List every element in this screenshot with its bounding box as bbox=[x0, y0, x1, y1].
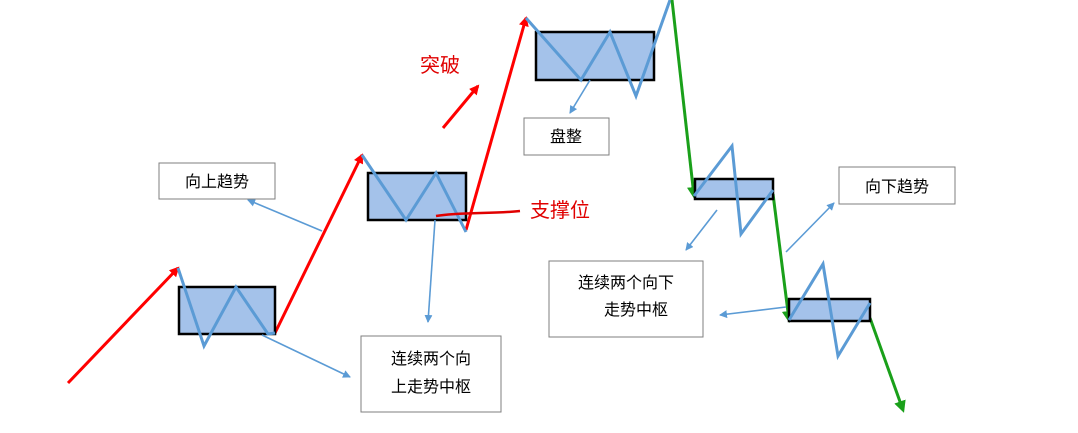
pointer-up-pivot-1 bbox=[261, 334, 351, 378]
pointer-down-pivot-2 bbox=[719, 306, 787, 319]
label-box bbox=[838, 166, 956, 205]
consolidation-zone bbox=[524, 0, 672, 101]
label-consolidation: 盘整 bbox=[523, 117, 610, 156]
up-trend-segment-3 bbox=[464, 16, 529, 231]
label-consolidation-text: 盘整 bbox=[550, 127, 582, 146]
label-down-trend-text: 向下趋势 bbox=[865, 177, 929, 196]
label-down-pivots-line1: 连续两个向下 bbox=[578, 273, 674, 292]
up-trend-segment-1 bbox=[66, 266, 180, 385]
label-down-pivots: 连续两个向下 走势中枢 bbox=[548, 260, 704, 338]
down-trend-segment-1 bbox=[670, 0, 699, 199]
pointer-down-trend bbox=[785, 202, 835, 253]
label-down-pivots-line2: 走势中枢 bbox=[604, 300, 668, 319]
breakout-arrow bbox=[441, 84, 480, 129]
pivot-zone-box bbox=[693, 177, 775, 201]
label-box bbox=[360, 335, 502, 413]
pivot-zigzag bbox=[524, 0, 672, 101]
down-trend-lines bbox=[670, 0, 906, 413]
pointer-up-trend bbox=[247, 199, 323, 232]
label-box bbox=[523, 117, 610, 156]
pivot-zigzag bbox=[692, 142, 775, 239]
support-label: 支撑位 bbox=[530, 198, 590, 222]
label-up-pivots-line1: 连续两个向 bbox=[391, 349, 471, 368]
pointer-up-pivot-2 bbox=[424, 219, 436, 323]
up-trend-segment-2 bbox=[273, 153, 364, 334]
down-trend-segment-3 bbox=[868, 317, 906, 413]
label-down-trend: 向下趋势 bbox=[838, 166, 956, 205]
breakout-label: 突破 bbox=[420, 53, 460, 77]
label-up-trend: 向上趋势 bbox=[158, 162, 276, 200]
pointer-consolidation bbox=[569, 79, 591, 114]
label-box bbox=[548, 260, 704, 338]
label-box bbox=[158, 162, 276, 200]
support-line bbox=[435, 209, 521, 218]
up-pivot-1 bbox=[176, 267, 277, 350]
pivot-zone-box bbox=[177, 285, 277, 336]
pivot-zigzag bbox=[360, 154, 468, 233]
pointer-arrows bbox=[247, 79, 835, 378]
pivot-zone-box bbox=[366, 171, 468, 222]
pivot-zigzag bbox=[176, 267, 276, 350]
down-trend-segment-2 bbox=[771, 193, 794, 323]
label-up-trend-text: 向上趋势 bbox=[185, 172, 249, 191]
label-up-pivots: 连续两个向 上走势中枢 bbox=[360, 335, 502, 413]
up-pivot-2 bbox=[360, 154, 468, 233]
pivot-zigzag bbox=[787, 259, 872, 361]
down-pivot-1 bbox=[692, 142, 775, 239]
label-up-pivots-line2: 上走势中枢 bbox=[391, 377, 471, 396]
pointer-down-pivot-1 bbox=[685, 209, 718, 251]
down-pivot-2 bbox=[787, 259, 872, 361]
up-trend-lines bbox=[66, 16, 529, 385]
